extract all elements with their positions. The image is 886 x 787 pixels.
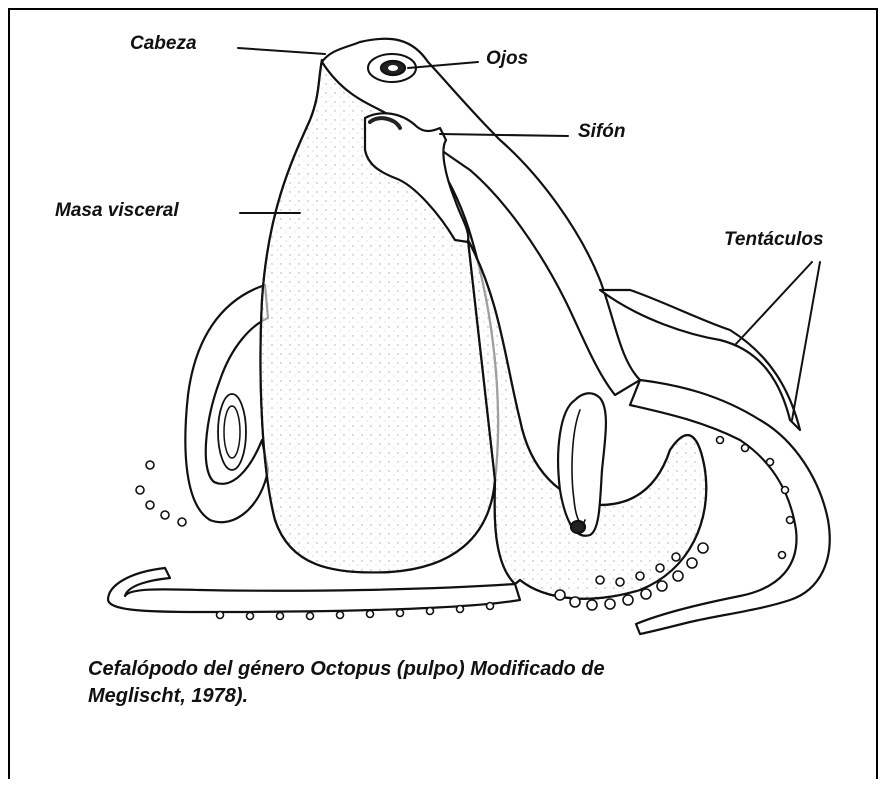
tentacles-leader-1 (735, 262, 812, 345)
head-leader (238, 48, 325, 54)
tentacles-label: Tentáculos (724, 229, 824, 251)
head-label: Cabeza (130, 33, 197, 55)
eyes-label: Ojos (486, 48, 528, 70)
left-curled-arm (185, 285, 268, 522)
tentacles-leader-2 (792, 262, 820, 420)
caption-line-1: Cefalópodo del género Octopus (pulpo) Mo… (88, 656, 828, 683)
inner-curled-arm (558, 393, 606, 536)
siphon-label: Sifón (578, 121, 626, 143)
figure-caption: Cefalópodo del género Octopus (pulpo) Mo… (88, 656, 828, 710)
caption-line-2: Meglischt, 1978). (88, 683, 828, 710)
visceral-mass-label: Masa visceral (55, 200, 179, 222)
